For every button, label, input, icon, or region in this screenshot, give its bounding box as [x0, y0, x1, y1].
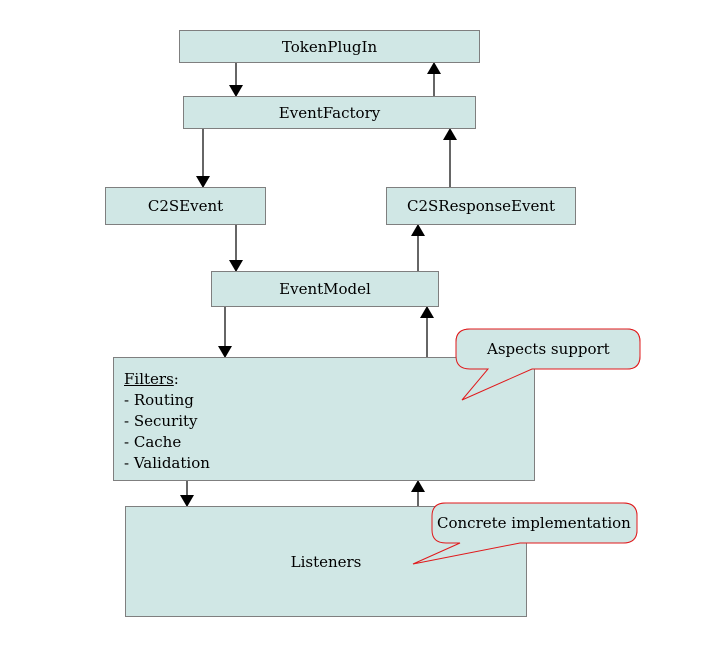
node-token-plugin-label: TokenPlugIn: [281, 37, 378, 56]
filters-list-item: - Validation: [124, 454, 210, 472]
node-listeners-label: Listeners: [290, 552, 362, 571]
node-c2s-event-label: C2SEvent: [147, 197, 224, 215]
node-event-factory: EventFactory: [183, 96, 476, 129]
filters-list-item: - Cache: [124, 433, 182, 451]
node-event-model: EventModel: [211, 271, 439, 307]
node-event-factory-label: EventFactory: [278, 103, 381, 122]
filters-list: - Routing - Security - Cache - Validatio…: [124, 390, 210, 474]
callout-concrete-text: Concrete implementation: [437, 514, 631, 532]
callout-aspects-text: Aspects support: [487, 340, 610, 358]
node-event-model-label: EventModel: [279, 280, 371, 298]
node-c2s-event: C2SEvent: [105, 187, 266, 225]
filters-heading: Filters:: [124, 369, 210, 390]
node-c2s-response-event: C2SResponseEvent: [386, 187, 576, 225]
node-c2s-response-event-label: C2SResponseEvent: [406, 197, 556, 215]
filters-title-suffix: :: [173, 370, 179, 388]
filters-list-item: - Security: [124, 412, 198, 430]
filters-content: Filters: - Routing - Security - Cache - …: [124, 369, 210, 474]
node-token-plugin: TokenPlugIn: [179, 30, 480, 63]
filters-title: Filters: [124, 370, 174, 388]
node-filters: Filters: - Routing - Security - Cache - …: [113, 357, 535, 481]
filters-list-item: - Routing: [124, 391, 194, 409]
